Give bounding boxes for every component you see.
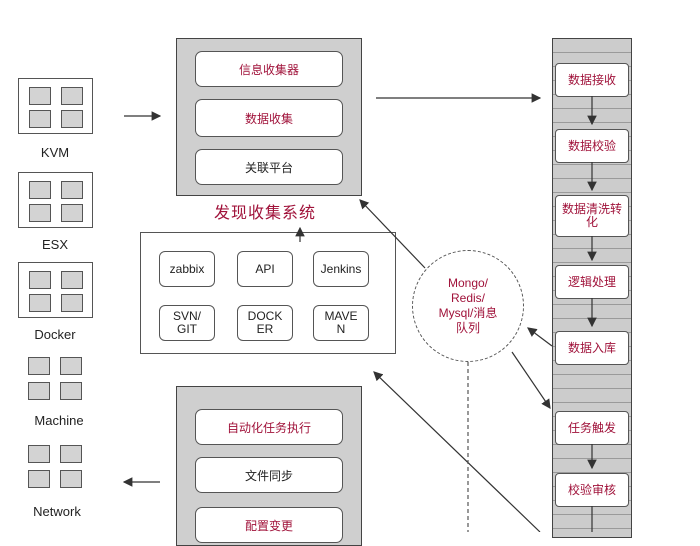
tool-docker: DOCK ER [237,305,293,341]
server-cell [61,294,83,312]
pipeline-step: 数据校验 [555,129,629,163]
host-docker [18,262,93,318]
server-cell [28,382,50,400]
tool-api: API [237,251,293,287]
pipeline-step: 数据接收 [555,63,629,97]
collect-item: 信息收集器 [195,51,343,87]
server-cell [29,204,51,222]
server-cell [61,87,83,105]
tools-panel: zabbix API Jenkins SVN/ GIT DOCK ER MAVE… [140,232,396,354]
host-label: KVM [40,145,70,160]
collect-system-panel: 信息收集器 数据收集 关联平台 [176,38,362,196]
server-cell [61,110,83,128]
host-network [18,443,93,493]
host-label: Docker [34,327,76,342]
pipeline-step: 校验审核 [555,473,629,507]
pipeline-step: 数据入库 [555,331,629,365]
server-cell [28,357,50,375]
arrow-trigger-to-exec [373,371,541,532]
tool-maven: MAVE N [313,305,369,341]
tool-zabbix: zabbix [159,251,215,287]
host-label: Machine [34,413,84,428]
host-machine [18,355,93,405]
server-cell [29,87,51,105]
arrow-queue-to-trigger [511,351,551,409]
connector-arrows [122,93,597,532]
host-label: ESX [41,237,68,252]
server-cell [60,357,82,375]
server-cell [28,445,50,463]
server-cell [29,271,51,289]
pipeline-step: 数据清洗转 化 [555,195,629,237]
message-queue-node: Mongo/ Redis/ Mysql/消息 队列 [412,250,524,362]
server-cell [60,445,82,463]
tool-svn-git: SVN/ GIT [159,305,215,341]
server-cell [61,181,83,199]
server-cell [61,204,83,222]
arrow-pipeline-to-queue [527,327,553,347]
exec-item: 自动化任务执行 [195,409,343,445]
exec-item: 文件同步 [195,457,343,493]
server-cell [60,382,82,400]
tool-jenkins: Jenkins [313,251,369,287]
host-esx [18,172,93,228]
server-cell [29,294,51,312]
exec-system-panel: 自动化任务执行 文件同步 配置变更 [176,386,362,546]
host-label: Network [33,504,81,519]
server-cell [60,470,82,488]
arrow-queue-to-collect [359,199,426,269]
server-cell [29,181,51,199]
server-cell [28,470,50,488]
collect-system-title: 发现收集系统 [214,205,317,222]
collect-item: 数据收集 [195,99,343,137]
host-kvm [18,78,93,134]
collect-item: 关联平台 [195,149,343,185]
server-cell [29,110,51,128]
pipeline-step: 任务触发 [555,411,629,445]
server-cell [61,271,83,289]
message-queue-label: Mongo/ Redis/ Mysql/消息 队列 [438,276,498,335]
